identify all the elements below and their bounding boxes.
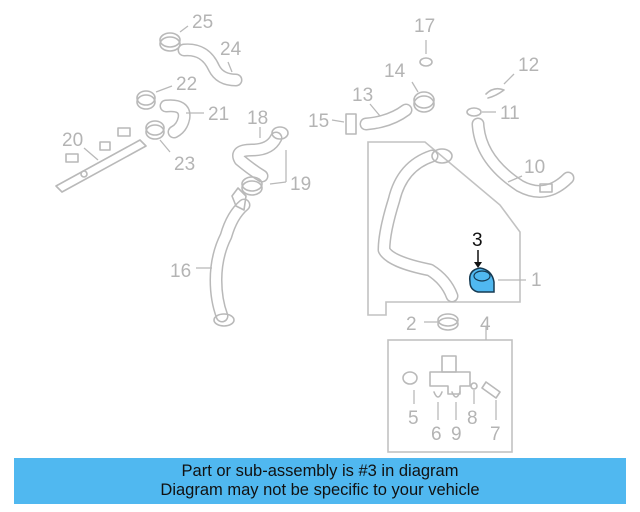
oring-17 <box>419 40 433 67</box>
label-part-6: 6 <box>431 424 442 445</box>
clamp-14 <box>411 81 435 113</box>
label-part-19: 19 <box>290 174 311 195</box>
label-part-17: 17 <box>414 16 435 37</box>
label-part-14: 14 <box>384 61 406 82</box>
clip-12 <box>485 73 515 99</box>
highlighted-part-3 <box>468 250 495 293</box>
parts-diagram: 1 2 3 4 5 6 7 8 9 10 11 12 13 14 15 16 1… <box>55 12 575 453</box>
banner-line-1: Part or sub-assembly is #3 in diagram <box>181 462 459 480</box>
pipe-20 <box>55 127 147 193</box>
label-part-24: 24 <box>220 39 242 60</box>
banner-line-2: Diagram may not be specific to your vehi… <box>160 481 480 499</box>
hose-21 <box>159 99 204 139</box>
label-part-3: 3 <box>472 230 483 251</box>
label-part-25: 25 <box>192 12 213 33</box>
label-part-11: 11 <box>500 103 520 124</box>
label-part-7: 7 <box>490 424 501 445</box>
info-banner: Part or sub-assembly is #3 in diagram Di… <box>14 458 626 504</box>
label-part-2: 2 <box>406 314 417 335</box>
label-part-18: 18 <box>247 108 268 129</box>
hose-18 <box>232 126 289 196</box>
label-part-12: 12 <box>518 55 539 76</box>
clamp-2 <box>424 313 459 331</box>
kit-box-4 <box>387 339 513 453</box>
bracket-15 <box>331 113 357 135</box>
pipe-10 <box>471 117 575 198</box>
label-part-13: 13 <box>352 85 373 106</box>
assembly-outline <box>367 141 521 316</box>
label-part-15: 15 <box>308 111 329 132</box>
label-part-8: 8 <box>467 408 478 429</box>
label-part-9: 9 <box>451 424 462 445</box>
kit-4-contents <box>402 326 501 420</box>
label-part-1: 1 <box>531 270 542 291</box>
label-part-16: 16 <box>170 261 191 282</box>
label-part-5: 5 <box>408 408 419 429</box>
clamp-25 <box>159 25 189 52</box>
label-part-4: 4 <box>480 314 491 335</box>
label-part-23: 23 <box>174 154 195 175</box>
hose-13 <box>359 103 413 131</box>
label-part-22: 22 <box>176 74 197 95</box>
clamp-23 <box>145 120 171 153</box>
label-part-20: 20 <box>62 130 83 151</box>
hose-1 <box>377 148 526 303</box>
label-part-21: 21 <box>208 104 229 125</box>
label-part-10: 10 <box>524 157 545 178</box>
hose-24 <box>177 43 243 87</box>
clamp-22 <box>136 85 173 110</box>
pipe-16 <box>196 187 251 327</box>
oring-11 <box>466 107 496 117</box>
